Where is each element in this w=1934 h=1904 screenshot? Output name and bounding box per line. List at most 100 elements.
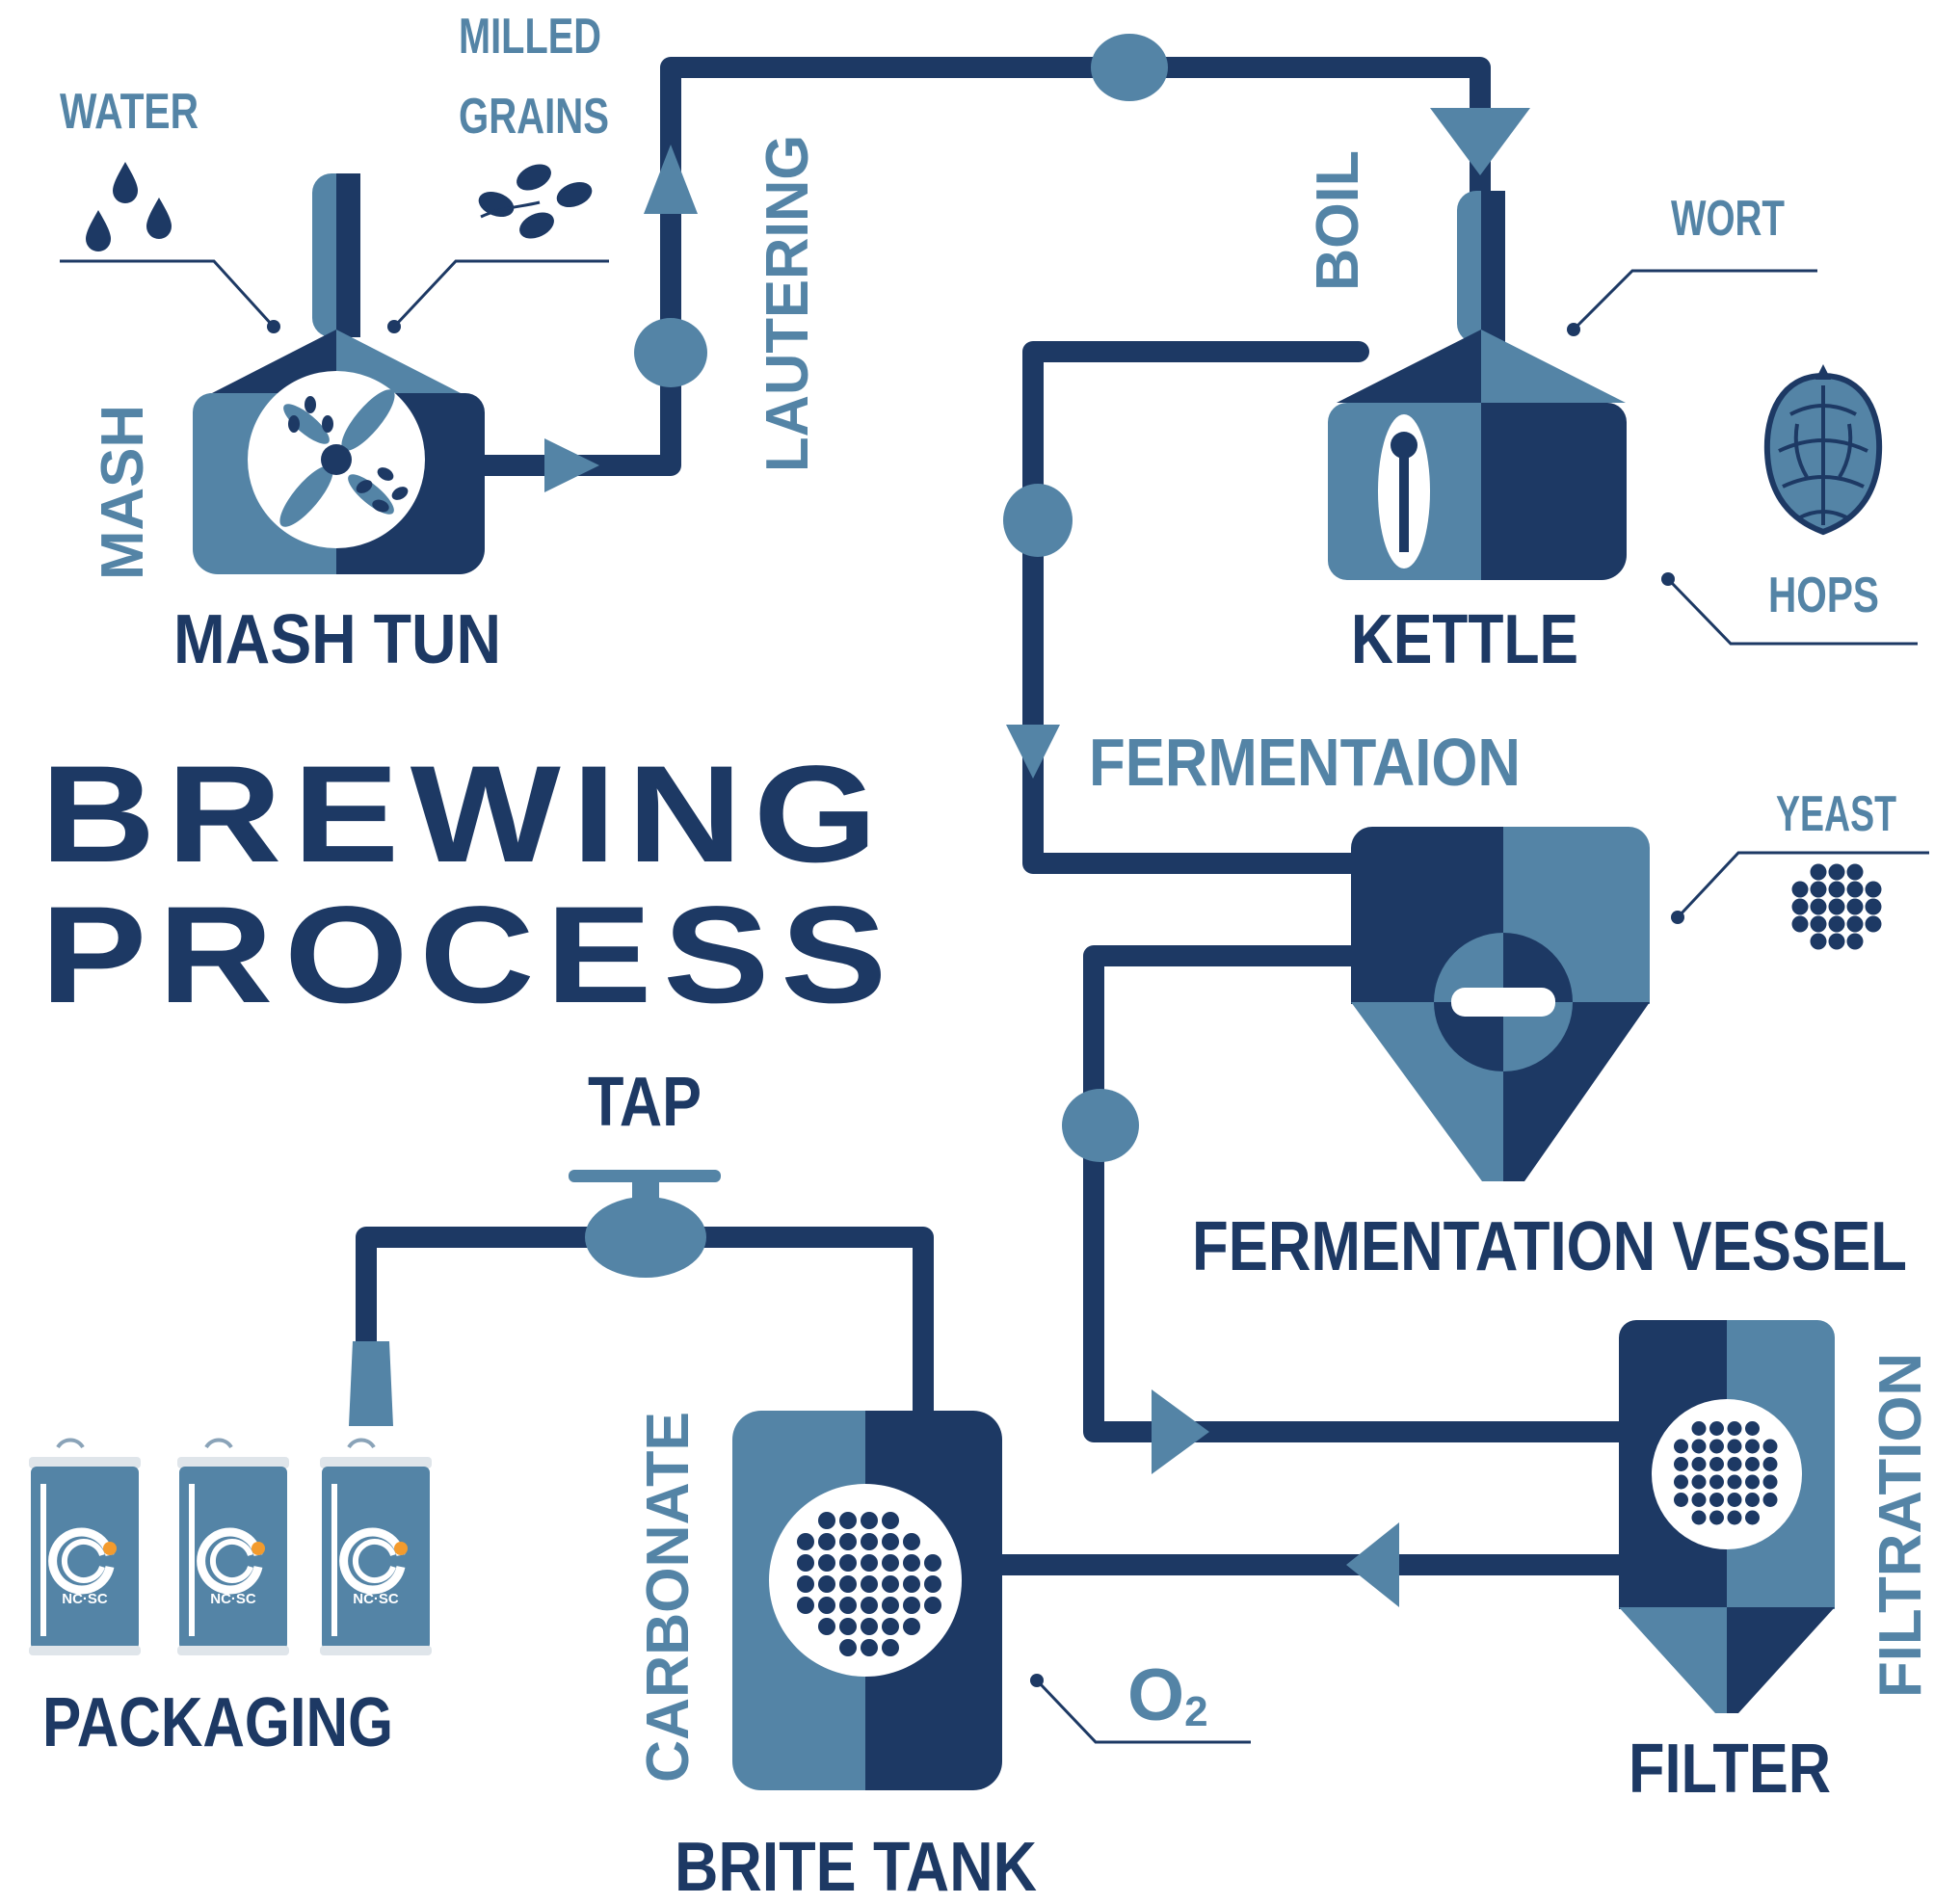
step-lautering-label: LAUTERING — [755, 135, 821, 472]
pipe-kettle-to-fermenter — [1022, 341, 1379, 874]
yeast-cell — [1810, 863, 1827, 881]
dot — [1691, 1439, 1707, 1454]
flow-arrow-icon — [1430, 108, 1530, 175]
dot — [861, 1512, 878, 1529]
kettle — [1328, 191, 1627, 580]
yeast-cell — [1828, 881, 1845, 898]
brite-dots — [797, 1512, 941, 1656]
dot — [1691, 1457, 1707, 1471]
dot — [1709, 1457, 1724, 1471]
filter-dots — [1674, 1421, 1778, 1525]
dot — [818, 1554, 835, 1572]
ingredient-milled-label: MILLED — [459, 9, 601, 65]
dot — [797, 1533, 814, 1550]
dot — [903, 1597, 920, 1614]
dot — [903, 1533, 920, 1550]
dot — [1762, 1493, 1778, 1507]
dot — [1691, 1493, 1707, 1507]
valve-icon — [1062, 1089, 1139, 1162]
equipment-kettle-label: KETTLE — [1351, 601, 1578, 678]
grain-icon — [478, 164, 593, 239]
dot — [839, 1512, 857, 1529]
equipment-tap-label: TAP — [588, 1064, 702, 1141]
dot — [903, 1575, 920, 1593]
yeast-cell — [1810, 933, 1827, 950]
dot — [861, 1618, 878, 1635]
oxygen-subscript: 2 — [1184, 1688, 1207, 1735]
dot — [1762, 1457, 1778, 1471]
equipment-packaging-label: PACKAGING — [42, 1684, 393, 1761]
leader-dots — [267, 320, 1684, 1687]
dot — [1727, 1457, 1742, 1471]
dot — [1709, 1421, 1724, 1436]
dot — [1745, 1439, 1760, 1454]
dot — [1745, 1421, 1760, 1436]
mash-tun — [192, 173, 485, 574]
ingredient-wort-label: WORT — [1671, 191, 1785, 247]
ingredient-water-label: WATER — [60, 84, 199, 140]
packaging-cans: NC·SC NC·SC NC·SC — [29, 1438, 432, 1655]
dot — [1691, 1421, 1707, 1436]
yeast-cell — [1846, 933, 1864, 950]
dot — [839, 1575, 857, 1593]
step-carbonate-label: CARBONATE — [635, 1412, 702, 1783]
yeast-cell — [1791, 898, 1809, 915]
dot — [1674, 1439, 1688, 1454]
flow-arrow-icon — [544, 438, 599, 492]
valves — [634, 34, 1168, 1162]
dot — [861, 1639, 878, 1656]
ingredient-oxygen-label: O2 — [1127, 1654, 1208, 1736]
page-title-line1: BREWING — [40, 738, 888, 891]
flow-arrow-icon — [1346, 1522, 1399, 1607]
yeast-cell — [1846, 881, 1864, 898]
can-logo-text: NC·SC — [210, 1591, 256, 1607]
dot — [924, 1597, 941, 1614]
yeast-cell — [1791, 915, 1809, 933]
dot — [1727, 1439, 1742, 1454]
dot — [818, 1597, 835, 1614]
can-logo-text: NC·SC — [353, 1591, 399, 1607]
equipment-mash-tun-label: MASH TUN — [173, 601, 501, 678]
dot — [903, 1554, 920, 1572]
yeast-cell — [1865, 898, 1882, 915]
beer-can-icon: NC·SC — [320, 1438, 432, 1655]
leader-lines — [60, 259, 1929, 1744]
flow-arrow-icon — [1006, 725, 1060, 779]
dot — [1727, 1474, 1742, 1490]
dot — [882, 1575, 899, 1593]
beer-can-icon: NC·SC — [177, 1438, 289, 1655]
dot — [1727, 1421, 1742, 1436]
dot — [882, 1512, 899, 1529]
dot — [861, 1575, 878, 1593]
dot — [903, 1618, 920, 1635]
can-logo-text: NC·SC — [62, 1591, 108, 1607]
dot — [1709, 1439, 1724, 1454]
dot — [797, 1575, 814, 1593]
dot — [882, 1533, 899, 1550]
dot — [1674, 1474, 1688, 1490]
ingredient-hops-label: HOPS — [1768, 568, 1879, 623]
yeast-cell — [1865, 915, 1882, 933]
dot — [839, 1554, 857, 1572]
ingredient-yeast-label: YEAST — [1776, 786, 1896, 842]
dot — [861, 1554, 878, 1572]
dot — [1727, 1493, 1742, 1507]
brite-tank — [732, 1411, 1002, 1790]
pipe-fermenter-to-filter — [1083, 945, 1629, 1442]
equipment-fermentation-vessel-label: FERMENTATION VESSEL — [1192, 1208, 1907, 1285]
dot — [1674, 1493, 1688, 1507]
dot — [797, 1597, 814, 1614]
dot — [1674, 1457, 1688, 1471]
valve-icon — [634, 318, 707, 387]
dot — [1709, 1493, 1724, 1507]
oxygen-symbol: O — [1127, 1654, 1184, 1736]
yeast-cell — [1828, 933, 1845, 950]
dot — [1709, 1510, 1724, 1525]
step-filtration-label: FILTRATION — [1868, 1353, 1934, 1698]
dot — [839, 1533, 857, 1550]
flow-arrow-icon — [1152, 1389, 1209, 1474]
dot — [839, 1618, 857, 1635]
dot — [818, 1575, 835, 1593]
equipment-filter-label: FILTER — [1629, 1731, 1831, 1808]
